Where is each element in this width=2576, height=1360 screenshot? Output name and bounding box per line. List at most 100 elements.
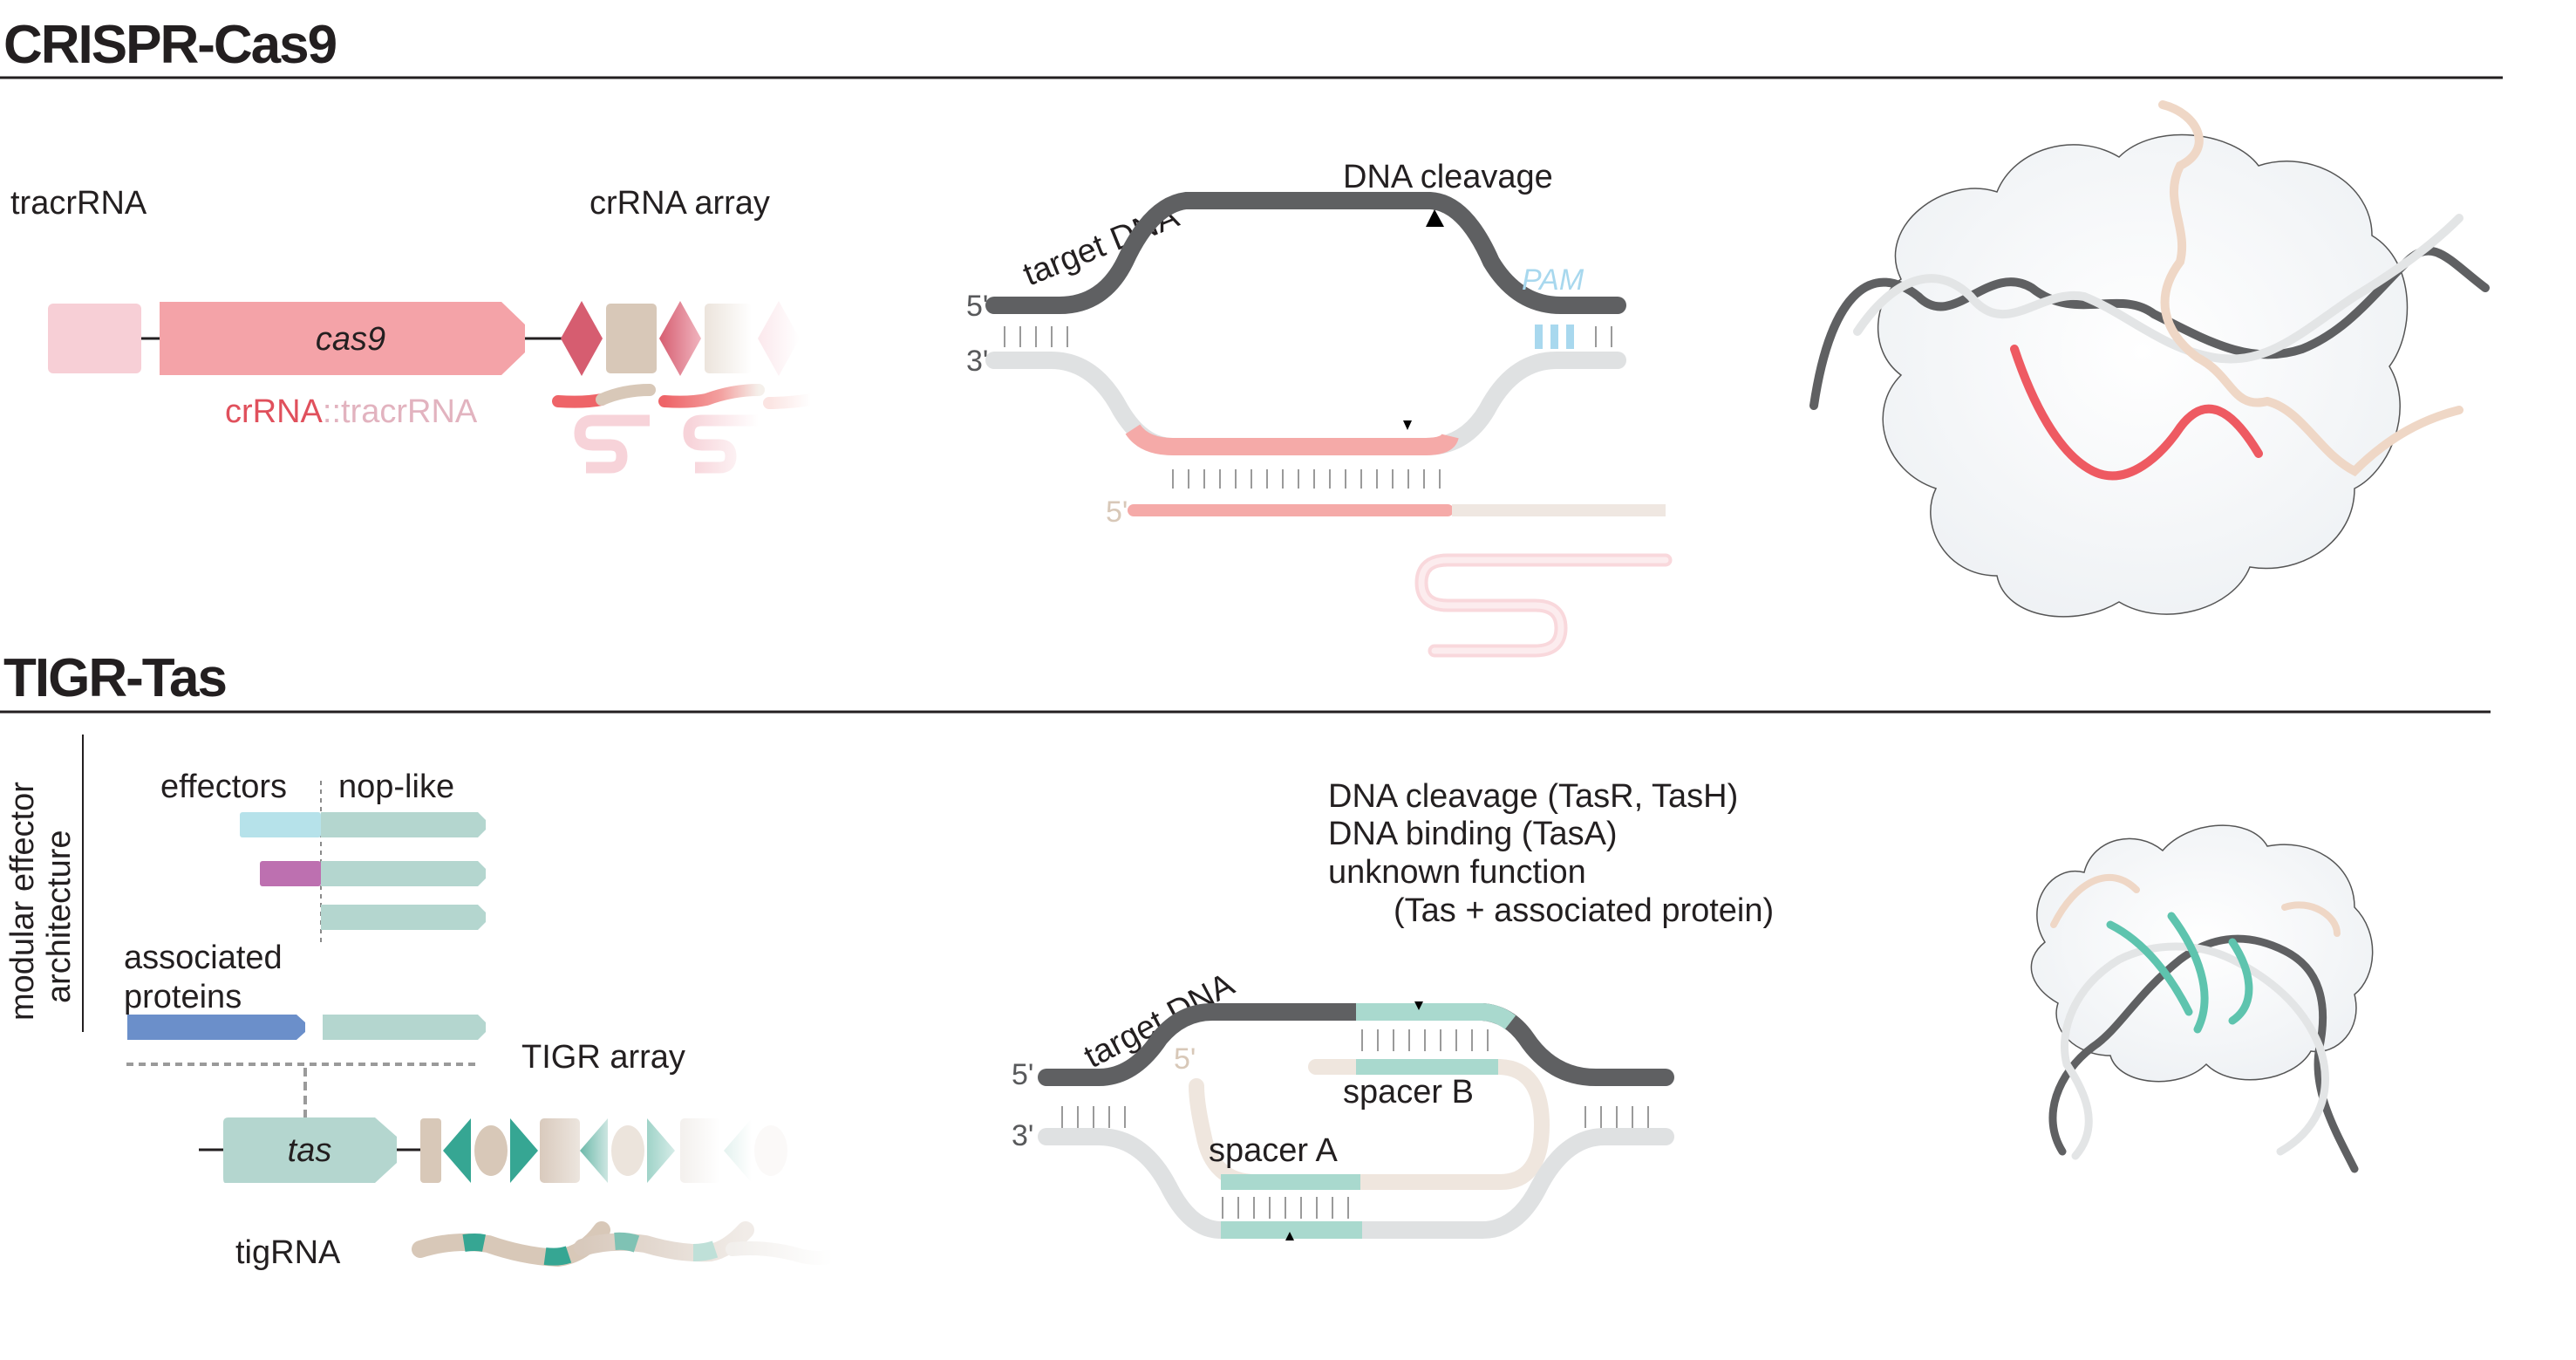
tas-guide-five-prime-label: 5' — [1174, 1042, 1196, 1076]
nop-like-domain — [321, 861, 486, 886]
non-target-dna-strand — [985, 352, 1626, 455]
cleavage-arrowhead — [1414, 1001, 1423, 1010]
tas-tigrna-scaffold — [2050, 873, 2341, 937]
tigrna-spacer-segment-faded — [692, 1240, 719, 1261]
tas-gene-arrow — [223, 1117, 397, 1183]
tas-five-prime-label: 5' — [1012, 1058, 1033, 1091]
tigrna: tigRNA — [235, 1221, 840, 1271]
crrna-segment-faded — [658, 384, 765, 408]
associated-protein — [127, 1015, 305, 1040]
tigr-left-triangle-faded — [580, 1118, 608, 1183]
tas-three-prime-label: 3' — [1012, 1119, 1033, 1152]
tigr-spacer-box-ghost — [680, 1118, 720, 1183]
cas9-guide-rna-helix — [2010, 345, 2263, 481]
tigr-left-triangle-ghost — [724, 1118, 752, 1183]
tigrna-label: tigRNA — [235, 1234, 341, 1271]
tas-functions-list: DNA cleavage (TasR, TasH) DNA binding (T… — [1328, 778, 1774, 929]
repeat-diamond — [659, 301, 701, 376]
cas9-three-prime-label: 3' — [966, 345, 988, 378]
tracrrna-hairpin-faded — [683, 414, 759, 474]
tigrna-spacer-segment — [462, 1234, 486, 1252]
effector-domain-cyan — [240, 812, 321, 837]
function-item: DNA binding (TasA) — [1328, 816, 1618, 852]
cas9-protein-surface — [1877, 133, 2409, 618]
repeat-segment — [596, 384, 656, 406]
base-pair-ticks — [1061, 1029, 1649, 1219]
effector-architecture: effectors nop-like associated proteins — [124, 769, 486, 1040]
tas-mechanism: target DNA 5' 3' 5' spacer B spacer A — [1012, 966, 1674, 1240]
base-pair-ticks — [1004, 326, 1612, 347]
repeat-diamond-faded — [758, 301, 800, 376]
tas-target-dna-label: target DNA — [1079, 966, 1241, 1076]
effectors-label: effectors — [160, 769, 287, 805]
tas-guide-rna-helix — [2106, 912, 2253, 1034]
tigrna-spacer-segment-faded — [614, 1232, 640, 1253]
modular-architecture-side-label: modular effector architecture — [4, 735, 84, 1032]
tas-target-strand — [1038, 1003, 1674, 1086]
tigr-circle-faded — [611, 1125, 644, 1176]
cas9-gene-label: cas9 — [316, 321, 385, 358]
function-item: (Tas + associated protein) — [1394, 892, 1774, 929]
side-label-line2: architecture — [41, 830, 78, 1003]
crrna-tracrrna-label: crRNA::tracrRNA — [225, 393, 478, 430]
tas-protein-structure-icon — [2030, 824, 2374, 1173]
tracrrna-strand-highlight — [1418, 557, 1669, 654]
pam-bars — [1535, 325, 1574, 349]
cas9-five-prime-label: 5' — [966, 290, 988, 323]
tas-gene-label: tas — [288, 1132, 332, 1169]
tas-dna-helix-dark — [2048, 934, 2359, 1173]
crrna-segment-ghost — [763, 393, 817, 409]
tigr-section-title: TIGR-Tas — [3, 648, 226, 708]
crrna-tracrrna-complex: crRNA::tracrRNA — [225, 384, 817, 474]
tigrna-spacer-segment — [543, 1246, 572, 1266]
tigr-left-triangle — [443, 1118, 471, 1183]
tracrrna-label: tracrRNA — [10, 185, 147, 222]
associated-proteins-label-line2: proteins — [124, 979, 242, 1015]
spacer-box-faded — [705, 304, 752, 373]
tigr-array-label: TIGR array — [521, 1039, 685, 1076]
tas-spacer-b-hybrid-top — [1356, 1003, 1516, 1030]
effector-domain-magenta — [260, 861, 321, 886]
tigr-circle-ghost — [754, 1125, 787, 1176]
nop-like-domain — [321, 812, 486, 837]
spacer-a-label: spacer A — [1209, 1132, 1339, 1169]
side-label-line1: modular effector — [4, 782, 41, 1021]
guide-five-prime-label: 5' — [1106, 495, 1128, 529]
repeat-diamond — [561, 301, 603, 376]
cas9-tracrrna-helix — [2158, 100, 2464, 477]
crrna-label-part: crRNA — [225, 393, 324, 430]
tigr-circle — [474, 1125, 508, 1176]
function-item: unknown function — [1328, 854, 1586, 891]
tigr-right-triangle-faded — [647, 1118, 675, 1183]
tas-dna-helix-light — [2061, 942, 2329, 1160]
rloop-crrna-hybrid — [1125, 423, 1459, 455]
spacer-box — [606, 304, 657, 373]
tigr-locus: TIGR array tas — [126, 1039, 787, 1183]
cas9-gene-arrow — [160, 302, 525, 375]
tigr-right-triangle — [510, 1118, 538, 1183]
spacer-b-label: spacer B — [1343, 1074, 1474, 1111]
crispr-locus: tracrRNA crRNA array cas9 — [10, 185, 800, 376]
tigrna-repeat-segment — [412, 1221, 610, 1268]
cas9-cleavage-label: DNA cleavage — [1343, 159, 1553, 195]
cleavage-arrowhead — [1285, 1232, 1294, 1240]
crrna-segment — [552, 393, 608, 408]
target-dna-strand — [985, 192, 1626, 314]
tigr-spacer-box — [540, 1118, 580, 1183]
tigr-repeat-box — [420, 1118, 441, 1183]
nop-like-label: nop-like — [338, 769, 454, 805]
pam-label: PAM — [1522, 263, 1584, 297]
tracrrna-gene-box — [48, 304, 141, 373]
associated-proteins-label-line1: associated — [124, 940, 283, 976]
tracrrna-hairpin — [574, 414, 650, 474]
separator-label-part: :: — [323, 393, 341, 430]
cleavage-arrowhead — [1426, 209, 1444, 227]
crrna-array-label: crRNA array — [589, 185, 770, 222]
nop-like-domain — [323, 1015, 486, 1040]
guide-pairing-ticks — [1172, 469, 1441, 489]
crispr-section-title: CRISPR-Cas9 — [3, 15, 337, 75]
tigrna-loop — [1189, 1059, 1550, 1190]
cas9-protein-structure-icon — [1809, 100, 2490, 618]
nop-like-domain — [321, 905, 486, 930]
